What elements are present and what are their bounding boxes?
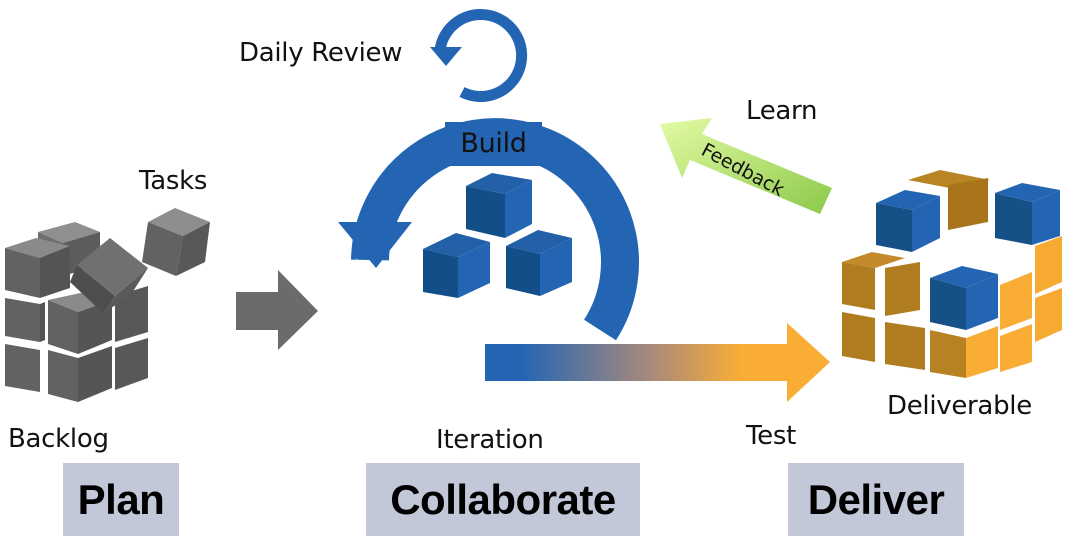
tilted-cube xyxy=(70,238,148,313)
task-cube xyxy=(142,208,210,276)
cube xyxy=(48,292,112,354)
tasks-label: Tasks xyxy=(139,166,208,196)
blue-cube xyxy=(876,190,940,252)
cube xyxy=(5,298,45,342)
learn-label: Learn xyxy=(746,96,818,126)
build-cubes-icon xyxy=(423,173,572,298)
phase-plan-label: Plan xyxy=(77,475,165,523)
backlog-cube-stack-icon xyxy=(5,208,210,402)
iteration-label: Iteration xyxy=(436,425,544,455)
backlog-label: Backlog xyxy=(8,424,109,454)
test-label: Test xyxy=(746,421,797,451)
phase-collaborate-label: Collaborate xyxy=(390,475,616,523)
flow-arrow-icon xyxy=(236,270,318,350)
phase-deliver: Deliver xyxy=(788,463,964,536)
daily-review-icon xyxy=(430,8,528,102)
cube xyxy=(5,238,70,298)
phase-plan: Plan xyxy=(63,463,179,536)
deliverable-label: Deliverable xyxy=(887,391,1032,421)
cube xyxy=(48,346,112,402)
build-label: Build xyxy=(445,122,542,166)
blue-cube xyxy=(930,266,998,330)
cube xyxy=(5,344,40,392)
blue-cube xyxy=(995,183,1060,245)
phase-deliver-label: Deliver xyxy=(807,475,945,523)
cube xyxy=(466,173,532,238)
cube xyxy=(115,338,148,390)
test-arrow-icon xyxy=(485,323,830,402)
daily-review-label: Daily Review xyxy=(239,38,403,68)
cube xyxy=(506,230,572,296)
phase-collaborate: Collaborate xyxy=(366,463,640,536)
feedback-arrow-icon xyxy=(660,118,832,214)
deliverable-cube-stack-icon xyxy=(842,170,1062,378)
cube xyxy=(423,233,490,298)
